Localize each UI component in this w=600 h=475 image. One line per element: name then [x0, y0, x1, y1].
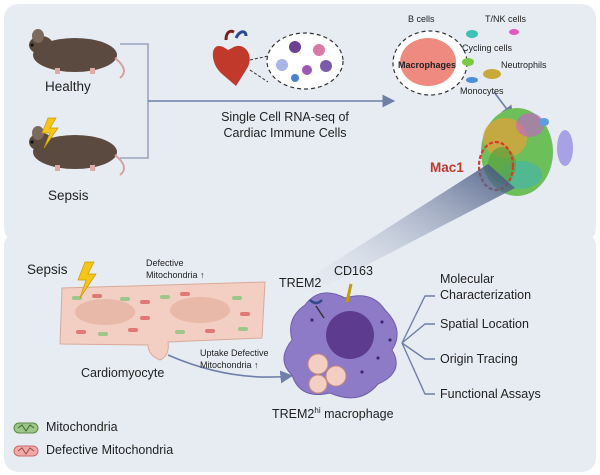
neutrophil-cluster — [483, 69, 501, 79]
heart-icon — [212, 29, 250, 86]
uptake-arrow — [167, 354, 294, 384]
assay-origin-label: Origin Tracing — [440, 352, 518, 366]
cardiomyocyte-label: Cardiomyocyte — [81, 366, 165, 380]
cycling-cluster — [462, 58, 474, 66]
monocyte-cluster — [466, 77, 478, 83]
macrophage-cluster — [400, 38, 456, 86]
zoom-beam — [290, 164, 515, 300]
monocytes-label: Monocytes — [460, 86, 504, 96]
trem2-label: TREM2 — [279, 276, 322, 290]
lightning-icon — [77, 261, 97, 299]
uptake-label-line2: Mitochondria ↑ — [200, 360, 259, 370]
cd163-receptor-icon — [345, 283, 353, 303]
mac1-label: Mac1 — [430, 160, 464, 175]
mitochondria-icon — [13, 422, 39, 434]
sepsis-label: Sepsis — [48, 188, 89, 203]
b-cells-label: B cells — [408, 14, 435, 24]
healthy-mouse-icon — [29, 29, 125, 79]
t-nk-cells-label: T/NK cells — [485, 14, 527, 24]
macrophage-label: TREM2hi macrophage — [272, 406, 394, 422]
assay-branches — [401, 295, 435, 395]
sepsis-mouse-icon — [29, 126, 125, 176]
cardiomyocyte-shape — [59, 281, 266, 361]
macrophages-label: Macrophages — [398, 60, 457, 70]
cycling-cells-label: Cycling cells — [462, 43, 513, 53]
trem2-macrophage — [283, 292, 398, 399]
neutrophils-label: Neutrophils — [501, 60, 547, 70]
defective-mito-label-line2: Mitochondria ↑ — [146, 270, 205, 280]
cd163-label: CD163 — [334, 264, 373, 278]
uptake-label-line1: Uptake Defective — [200, 348, 269, 358]
legend-defective-mitochondria-label: Defective Mitochondria — [46, 443, 174, 457]
scrnaseq-label-line2: Cardiac Immune Cells — [223, 126, 347, 140]
assay-molecular-line2: Characterization — [440, 288, 532, 302]
b-cell-cluster — [466, 30, 478, 38]
legend-mitochondria-label: Mitochondria — [46, 420, 118, 434]
lightning-icon — [41, 117, 59, 149]
assay-spatial-label: Spatial Location — [440, 317, 529, 331]
scrnaseq-label-line1: Single Cell RNA-seq of — [221, 110, 349, 124]
assay-molecular-line1: Molecular — [440, 272, 495, 286]
defective-mito-label-line1: Defective — [146, 258, 184, 268]
trem2-receptor-icon — [315, 305, 325, 319]
defective-mitochondria-icon — [13, 445, 39, 457]
sepsis-bottom-label: Sepsis — [27, 262, 68, 277]
t-nk-cluster — [509, 29, 519, 35]
assay-functional-label: Functional Assays — [440, 387, 541, 401]
immune-cells-circle — [266, 32, 344, 90]
healthy-label: Healthy — [45, 79, 91, 94]
